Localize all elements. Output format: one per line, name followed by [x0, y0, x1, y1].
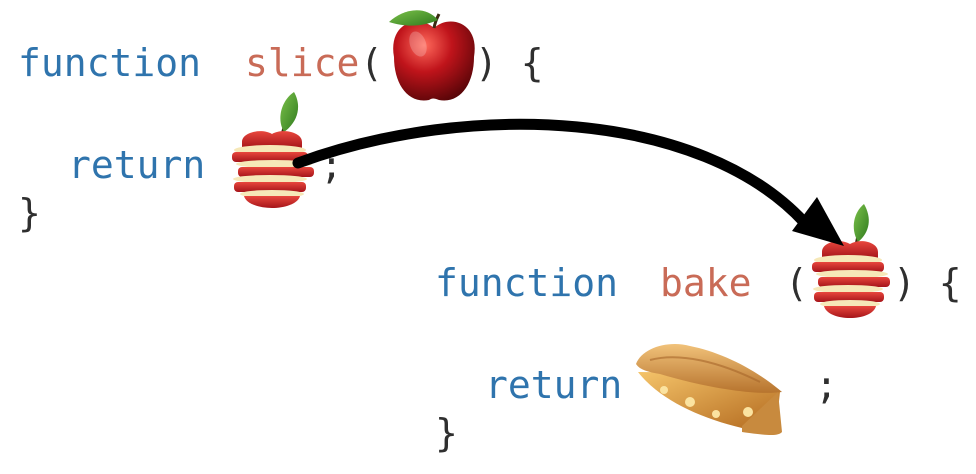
bake-return-keyword: return — [485, 363, 623, 407]
curved-arrow — [292, 118, 844, 246]
slice-return-keyword: return — [68, 143, 206, 187]
apple-pie-slice-icon — [636, 344, 782, 435]
slice-close-brace: } — [18, 191, 41, 235]
bake-semicolon: ; — [815, 363, 838, 407]
bake-function-name: bake — [660, 261, 752, 305]
slice-function-name: slice — [245, 41, 360, 85]
slice-function-keyword: function — [18, 41, 202, 85]
slice-open-paren: ( — [360, 41, 383, 85]
sliced-apple-icon — [232, 92, 314, 208]
whole-apple-icon — [389, 10, 475, 101]
bake-close-paren-brace: ) { — [893, 261, 962, 305]
bake-function-keyword: function — [435, 261, 619, 305]
slice-close-paren-brace: ) { — [475, 41, 544, 85]
bake-open-paren: ( — [785, 261, 808, 305]
sliced-apple-icon — [812, 204, 890, 318]
bake-close-brace: } — [435, 411, 458, 455]
